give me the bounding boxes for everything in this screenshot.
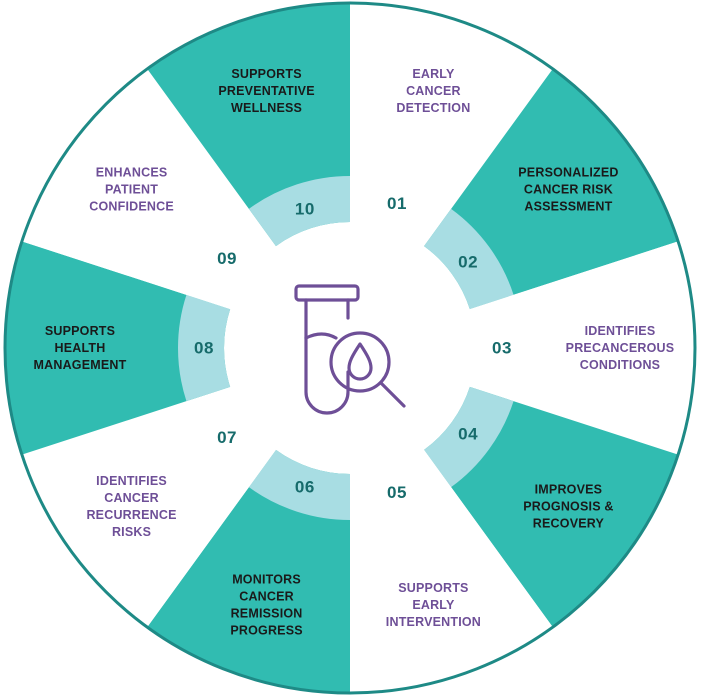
segment-06-number: 06 [295, 477, 315, 496]
segment-02-label-line: PERSONALIZED [518, 165, 618, 179]
segment-10-number-band [248, 176, 350, 247]
segment-08-label-line: HEALTH [55, 341, 106, 355]
segment-02-label-line: ASSESSMENT [524, 199, 612, 213]
segment-03-label: IDENTIFIES PRECANCEROUS CONDITIONS [566, 324, 675, 372]
segment-10-label-line: PREVENTATIVE [218, 84, 314, 98]
segment-09-label-line: CONFIDENCE [89, 199, 174, 213]
segment-07-label-line: CANCER [104, 491, 159, 505]
segment-03-label-line: CONDITIONS [580, 358, 660, 372]
segment-04-label-line: PROGNOSIS & [523, 500, 613, 514]
segment-07-label-line: RECURRENCE [86, 508, 176, 522]
segment-02-label-line: CANCER RISK [524, 182, 613, 196]
segment-08-number-band [178, 294, 231, 402]
segment-07-label-line: IDENTIFIES [96, 474, 167, 488]
segment-04-label-line: IMPROVES [535, 483, 603, 497]
segment-01-label: EARLY CANCER DETECTION [396, 67, 470, 115]
segment-01-label-line: DETECTION [396, 101, 470, 115]
outer-ring [3, 1, 697, 695]
segment-09-label-line: ENHANCES [96, 165, 168, 179]
segment-08-label-line: MANAGEMENT [34, 358, 127, 372]
segment-04-number: 04 [458, 424, 478, 443]
segment-04-label: IMPROVES PROGNOSIS & RECOVERY [523, 483, 613, 531]
segment-05-label-line: INTERVENTION [386, 615, 481, 629]
segment-07-wedge [21, 386, 276, 628]
segment-10-label-line: WELLNESS [231, 101, 302, 115]
test-tube-magnifier-drop-icon [294, 284, 406, 415]
segment-10-label: SUPPORTS PREVENTATIVE WELLNESS [218, 67, 314, 115]
segment-05-wedge [350, 449, 553, 693]
segment-08-label-line: SUPPORTS [45, 324, 115, 338]
segment-08-number: 08 [194, 339, 214, 358]
segment-10-number: 10 [295, 200, 315, 219]
segment-01-wedge [350, 3, 553, 247]
segment-03-label-line: PRECANCEROUS [566, 341, 675, 355]
segment-02-number: 02 [458, 253, 478, 272]
segment-09-number: 09 [217, 249, 237, 268]
segment-06-label-line: MONITORS [232, 572, 301, 586]
segment-06-label-line: CANCER [239, 589, 294, 603]
segment-09-label-line: PATIENT [105, 182, 158, 196]
segment-04-number-band [424, 386, 514, 488]
segment-07-label-line: RISKS [112, 525, 151, 539]
segment-08-wedge [4, 241, 231, 455]
segment-07-label: IDENTIFIES CANCER RECURRENCE RISKS [86, 474, 176, 539]
segment-05-number: 05 [387, 483, 407, 502]
segment-08-label: SUPPORTS HEALTH MANAGEMENT [34, 324, 127, 372]
segment-07-number: 07 [217, 428, 237, 447]
segment-03-wedge [469, 241, 695, 455]
segment-03-number: 03 [492, 339, 512, 358]
wheel-labels: 01EARLYCANCERDETECTION02PERSONALIZEDCANC… [34, 67, 675, 637]
segment-01-label-line: EARLY [412, 67, 455, 81]
segment-06-label-line: REMISSION [231, 606, 303, 620]
segment-01-number: 01 [387, 194, 407, 213]
segment-01-label-line: CANCER [406, 84, 461, 98]
wheel-segments [4, 3, 695, 693]
segment-09-label: ENHANCES PATIENT CONFIDENCE [89, 165, 174, 213]
segment-02-number-band [424, 208, 514, 310]
segment-04-label-line: RECOVERY [533, 517, 605, 531]
segment-09-wedge [21, 68, 276, 310]
segment-05-label: SUPPORTS EARLY INTERVENTION [386, 581, 481, 629]
segment-05-label-line: EARLY [412, 598, 455, 612]
segment-06-label: MONITORS CANCER REMISSION PROGRESS [230, 572, 302, 637]
segment-05-label-line: SUPPORTS [398, 581, 468, 595]
segment-03-label-line: IDENTIFIES [585, 324, 656, 338]
segment-10-label-line: SUPPORTS [231, 67, 301, 81]
segment-06-label-line: PROGRESS [230, 623, 302, 637]
segment-02-label: PERSONALIZED CANCER RISK ASSESSMENT [518, 165, 618, 213]
segment-06-number-band [248, 449, 350, 520]
